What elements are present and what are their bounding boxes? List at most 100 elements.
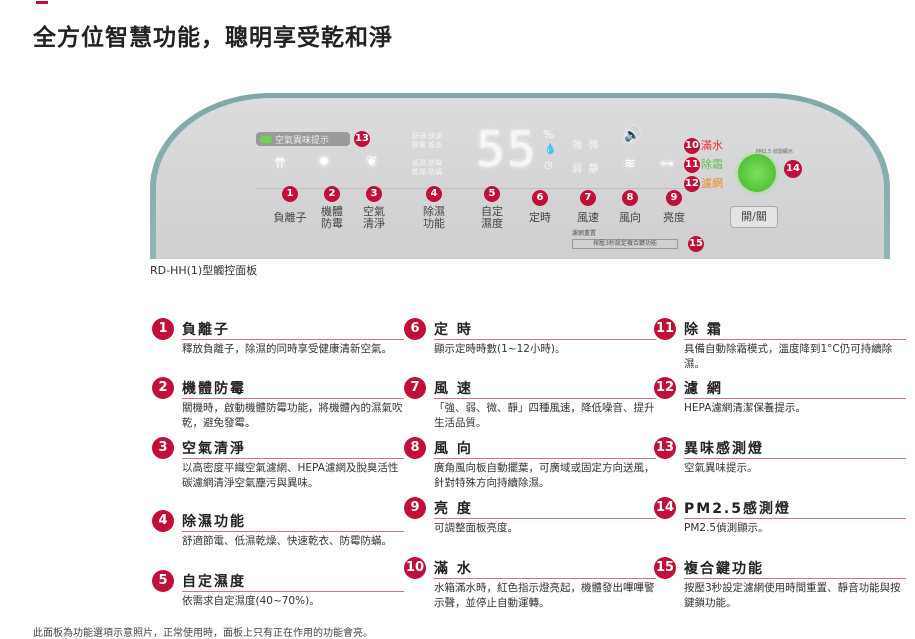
feature-description: 舒適節電、低濕乾燥、快速乾衣、防霉防蟎。 [182, 535, 392, 547]
leaf-icon: ❦ [366, 154, 378, 170]
feature-number-badge: 12 [654, 376, 676, 399]
panel-label-mold[interactable]: 機體防霉 [321, 205, 343, 230]
feature-name: 定 時 [434, 321, 473, 338]
panel-label-direction[interactable]: 風向 [619, 211, 641, 224]
accent-dash [36, 1, 48, 4]
panel-caption: RD-HH(1)型觸控面板 [150, 264, 258, 277]
marker-8: 8 [622, 190, 638, 206]
feature-item: 8 風 向廣角風向板自動擺葉，可廣域或固定方向送風，針對特殊方向持續除濕。 [404, 436, 656, 491]
feature-name: 濾 網 [684, 380, 723, 397]
control-panel-image: 空氣異味提示 13 ⇈ ✹ ❦ 舒適 快速節電 乾衣低濕 防霉乾燥 防蟎 55 … [150, 93, 890, 259]
power-button[interactable]: 開/關 [730, 206, 778, 228]
water-drop-icon: 💧 [544, 144, 557, 155]
panel-label-ion[interactable]: 負離子 [273, 211, 307, 224]
odor-indicator: 空氣異味提示 [256, 132, 350, 146]
speaker-icon: 🔊 [624, 128, 641, 143]
pm25-label: PM2.5 偵測顯示 [756, 149, 793, 155]
feature-header: 8 風 向 [404, 436, 656, 459]
feature-name: 滿 水 [434, 560, 473, 577]
feature-header: 13 異味感測燈 [654, 436, 906, 459]
feature-item: 11 除 霜具備自動除霜模式，溫度降到1°C仍可持續除濕。 [654, 317, 906, 372]
feature-description: 具備自動除霜模式，溫度降到1°C仍可持續除濕。 [684, 343, 893, 370]
feature-description: HEPA濾網清潔保養提示。 [684, 402, 806, 414]
feature-name: 風 向 [434, 440, 473, 457]
marker-15: 15 [688, 236, 704, 252]
feature-number-badge: 14 [654, 496, 676, 519]
feature-header: 9 亮 度 [404, 496, 656, 519]
feature-description: PM2.5偵測顯示。 [684, 522, 769, 534]
marker-6: 6 [532, 190, 548, 206]
feature-number-badge: 1 [152, 317, 174, 340]
feature-item: 14 PM2.5感測燈 PM2.5偵測顯示。 [654, 496, 906, 536]
feature-number-badge: 9 [404, 496, 426, 519]
marker-2: 2 [324, 186, 340, 202]
speed-texts: 強 微弱 靜 [572, 140, 599, 175]
marker-3: 3 [366, 186, 382, 202]
feature-item: 13 異味感測燈空氣異味提示。 [654, 436, 906, 476]
feature-header: 4 除濕功能 [152, 509, 404, 532]
feature-name: 除 霜 [684, 321, 723, 338]
feature-name: PM2.5感測燈 [684, 500, 791, 517]
panel-label-purify[interactable]: 空氣清淨 [363, 205, 385, 230]
panel-label-speed[interactable]: 風速 [577, 211, 599, 224]
panel-label-brightness[interactable]: 亮度 [663, 211, 685, 224]
feature-description: 按壓3秒設定濾網使用時間重置、靜音功能與按鍵鎖功能。 [684, 582, 901, 609]
feature-number-badge: 11 [654, 317, 676, 340]
marker-5: 5 [484, 186, 500, 202]
mold-icon: ✹ [318, 154, 330, 170]
odor-led-icon [260, 135, 272, 143]
feature-number-badge: 15 [654, 556, 676, 579]
feature-item: 4 除濕功能舒適節電、低濕乾燥、快速乾衣、防霉防蟎。 [152, 509, 404, 549]
feature-name: 機體防霉 [182, 380, 246, 397]
panel-label-humidity[interactable]: 自定濕度 [481, 205, 503, 230]
marker-1: 1 [282, 186, 298, 202]
feature-number-badge: 13 [654, 436, 676, 459]
feature-name: 風 速 [434, 380, 473, 397]
marker-4: 4 [426, 186, 442, 202]
feature-description: 廣角風向板自動擺葉，可廣域或固定方向送風，針對特殊方向持續除濕。 [434, 462, 655, 489]
feature-number-badge: 4 [152, 509, 174, 532]
panel-label-timer[interactable]: 定時 [529, 211, 551, 224]
feature-name: 空氣清淨 [182, 440, 246, 457]
feature-header: 1 負離子 [152, 317, 404, 340]
feature-number-badge: 3 [152, 436, 174, 459]
feature-description: 依需求自定濕度(40~70%)。 [182, 595, 320, 607]
feature-description: 釋放負離子，除濕的同時享受健康清新空氣。 [182, 343, 392, 355]
marker-13: 13 [354, 131, 370, 147]
feature-description: 「強、弱、微、靜」四種風速，降低噪音、提升生活品質。 [434, 402, 655, 429]
feature-header: 14 PM2.5感測燈 [654, 496, 906, 519]
percent-sign: % [543, 128, 554, 141]
marker-14: 14 [784, 160, 802, 178]
feature-name: 亮 度 [434, 500, 473, 517]
feature-number-badge: 6 [404, 317, 426, 340]
feature-description: 可調整面板亮度。 [434, 522, 518, 534]
feature-name: 除濕功能 [182, 513, 246, 530]
feature-description: 水箱滿水時，紅色指示燈亮起，機體發出嗶嗶警示聲，並停止自動運轉。 [434, 582, 655, 609]
marker-9: 9 [666, 190, 682, 206]
panel-label-dehumidify[interactable]: 除濕功能 [423, 205, 445, 230]
feature-name: 異味感測燈 [684, 440, 764, 457]
page-title: 全方位智慧功能，聰明享受乾和淨 [33, 25, 393, 51]
odor-indicator-label: 空氣異味提示 [275, 135, 330, 146]
airflow-icon: ≋ [624, 156, 636, 172]
feature-item: 9 亮 度可調整面板亮度。 [404, 496, 656, 536]
feature-number-badge: 8 [404, 436, 426, 459]
divider [256, 188, 686, 189]
feature-description: 空氣異味提示。 [684, 462, 758, 474]
combo-hint: 按壓3秒設定複合鍵功能 [572, 239, 678, 249]
feature-number-badge: 5 [152, 569, 174, 592]
clock-icon: ◷ [544, 160, 553, 171]
feature-description: 顯示定時時數(1~12小時)。 [434, 343, 566, 355]
feature-name: 負離子 [182, 321, 230, 338]
pm25-indicator [738, 154, 776, 192]
